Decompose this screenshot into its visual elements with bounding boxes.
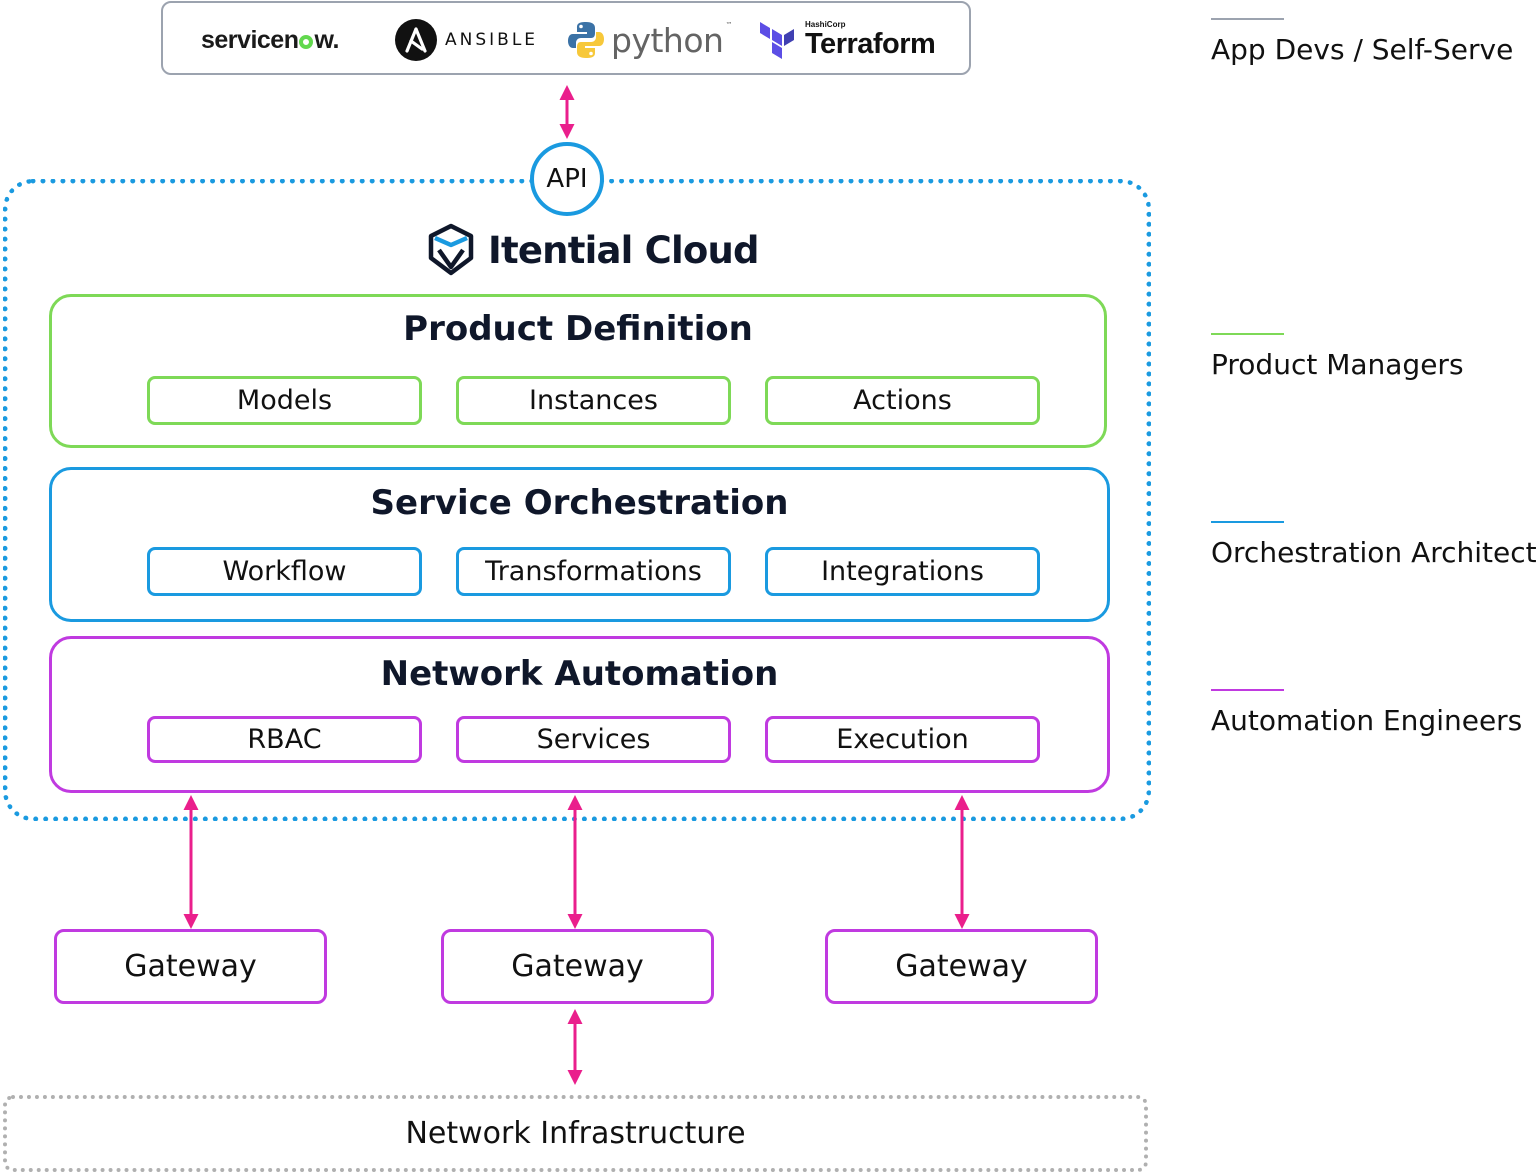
ansible-logo-text: ANSIBLE xyxy=(445,30,539,50)
services-chip: Services xyxy=(456,716,731,763)
legend-label-orchestration-architects: Orchestration Architects xyxy=(1211,536,1536,569)
python-logo-text: python xyxy=(611,20,724,60)
itential-logo-icon xyxy=(428,223,474,276)
legend-line-product-managers xyxy=(1211,333,1284,335)
models-chip: Models xyxy=(147,376,422,425)
python-trademark: ™ xyxy=(725,21,733,29)
transformations-chip: Transformations xyxy=(456,547,731,596)
api-badge: API xyxy=(530,142,604,216)
legend-label-app-devs: App Devs / Self-Serve xyxy=(1211,33,1514,66)
rbac-chip: RBAC xyxy=(147,716,422,763)
product-definition-title: Product Definition xyxy=(403,309,753,349)
terraform-logo-text: Terraform xyxy=(805,28,936,60)
legend-label-product-managers: Product Managers xyxy=(1211,348,1464,381)
servicenow-logo-text-b: w. xyxy=(314,25,339,54)
legend-label-automation-engineers: Automation Engineers xyxy=(1211,704,1523,737)
service-orchestration-layer: Service Orchestration xyxy=(49,467,1110,622)
service-orchestration-title: Service Orchestration xyxy=(370,483,789,523)
servicenow-o-icon xyxy=(299,34,314,49)
integrations-logo-bar: servicen w. ANSIBLE python ™ HashiCorp Te… xyxy=(161,1,971,75)
network-automation-layer: Network Automation xyxy=(49,636,1110,793)
instances-chip: Instances xyxy=(456,376,731,425)
execution-chip: Execution xyxy=(765,716,1040,763)
hashicorp-label: HashiCorp xyxy=(805,20,846,29)
servicenow-logo-text-a: servicen xyxy=(201,25,299,54)
integrations-chip: Integrations xyxy=(765,547,1040,596)
legend-line-app-devs xyxy=(1211,18,1284,20)
cloud-title: Itential Cloud xyxy=(488,228,759,272)
itential-cloud-heading: Itential Cloud xyxy=(426,222,759,278)
terraform-logo: HashiCorp Terraform xyxy=(759,3,936,77)
network-automation-title: Network Automation xyxy=(380,654,779,694)
python-logo: python ™ xyxy=(567,3,732,77)
servicenow-logo: servicen w. xyxy=(201,3,339,77)
terraform-icon xyxy=(760,22,794,59)
ansible-icon xyxy=(395,19,437,61)
python-icon xyxy=(568,22,604,58)
legend-line-automation-engineers xyxy=(1211,689,1284,691)
gateway-box-1: Gateway xyxy=(54,929,327,1004)
actions-chip: Actions xyxy=(765,376,1040,425)
workflow-chip: Workflow xyxy=(147,547,422,596)
ansible-logo: ANSIBLE xyxy=(395,3,538,77)
gateway-box-2: Gateway xyxy=(441,929,714,1004)
network-infrastructure-box: Network Infrastructure xyxy=(3,1095,1148,1172)
gateway-box-3: Gateway xyxy=(825,929,1098,1004)
legend-line-orchestration-architects xyxy=(1211,521,1284,523)
